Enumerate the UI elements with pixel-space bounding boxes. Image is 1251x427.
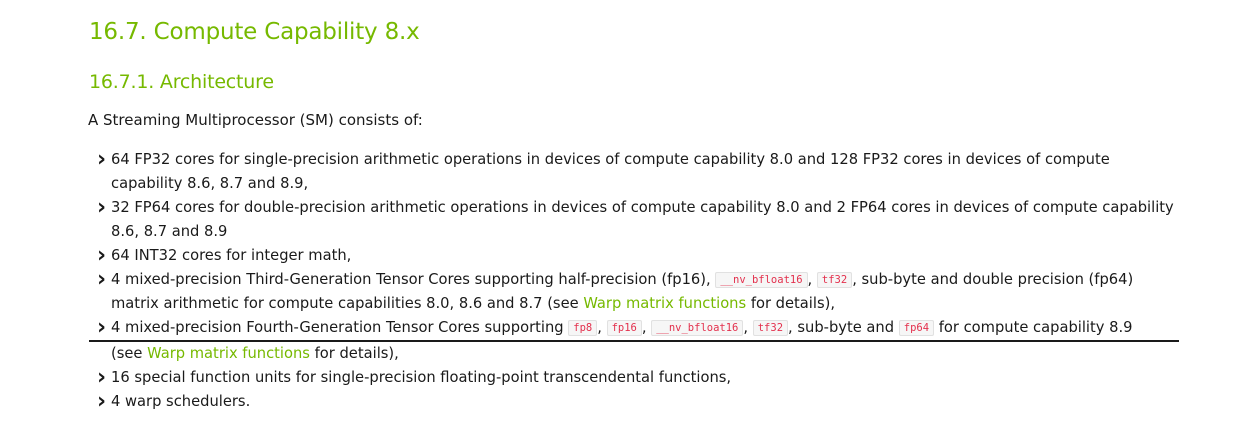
chevron-right-icon xyxy=(97,197,106,221)
separator: , xyxy=(743,319,749,336)
code-literal: tf32 xyxy=(816,272,853,288)
warp-matrix-functions-link[interactable]: Warp matrix functions xyxy=(583,295,747,312)
list-item: 64 INT32 cores for integer math, xyxy=(89,244,1179,268)
code-literal: tf32 xyxy=(752,320,789,336)
list-item: 4 mixed-precision Fourth-Generation Tens… xyxy=(89,316,1179,342)
chevron-right-icon xyxy=(97,245,106,269)
list-item-text: for details), xyxy=(314,345,399,362)
subsection-title: 16.7.1. Architecture xyxy=(89,71,274,93)
list-item-text: 16 special function units for single-pre… xyxy=(111,369,732,386)
list-item-text: for details), xyxy=(750,295,836,312)
list-item: 4 mixed-precision Third-Generation Tenso… xyxy=(89,268,1179,316)
chevron-right-icon xyxy=(97,367,106,391)
list-item: 64 FP32 cores for single-precision arith… xyxy=(89,148,1179,196)
list-item: 32 FP64 cores for double-precision arith… xyxy=(89,196,1179,244)
list-item: 4 warp schedulers. xyxy=(89,390,1179,414)
list-item-text: (see xyxy=(111,345,143,362)
list-item-text: , sub-byte and xyxy=(788,319,895,336)
code-literal: fp64 xyxy=(898,320,935,336)
separator: , xyxy=(641,319,647,336)
chevron-right-icon xyxy=(97,149,106,173)
list-item-text: 32 FP64 cores for double-precision arith… xyxy=(111,199,1174,240)
code-literal: fp8 xyxy=(568,320,598,336)
list-item-text: 4 warp schedulers. xyxy=(111,393,251,410)
separator: , xyxy=(807,271,813,288)
chevron-right-icon xyxy=(97,391,106,415)
code-literal: __nv_bfloat16 xyxy=(715,272,808,288)
section-title: 16.7. Compute Capability 8.x xyxy=(89,19,420,45)
list-item-text: for compute capability 8.9 xyxy=(938,319,1133,336)
chevron-right-icon xyxy=(97,269,106,293)
list-item: 16 special function units for single-pre… xyxy=(89,366,1179,390)
code-literal: __nv_bfloat16 xyxy=(651,320,744,336)
chevron-right-icon xyxy=(97,317,106,341)
list-item-text: 4 mixed-precision Fourth-Generation Tens… xyxy=(111,319,564,336)
list-item-continuation: (see Warp matrix functions for details), xyxy=(89,342,1179,366)
intro-text: A Streaming Multiprocessor (SM) consists… xyxy=(88,111,423,129)
separator: , xyxy=(597,319,602,336)
list-item-text: 64 FP32 cores for single-precision arith… xyxy=(111,151,1110,192)
list-item-text: 4 mixed-precision Third-Generation Tenso… xyxy=(111,271,711,288)
warp-matrix-functions-link[interactable]: Warp matrix functions xyxy=(147,345,310,362)
list-item-text: 64 INT32 cores for integer math, xyxy=(111,247,352,264)
sm-component-list: 64 FP32 cores for single-precision arith… xyxy=(89,148,1179,414)
code-literal: fp16 xyxy=(606,320,642,336)
list-item-text: , sub-byte and double precision (fp64) m… xyxy=(111,271,1134,312)
